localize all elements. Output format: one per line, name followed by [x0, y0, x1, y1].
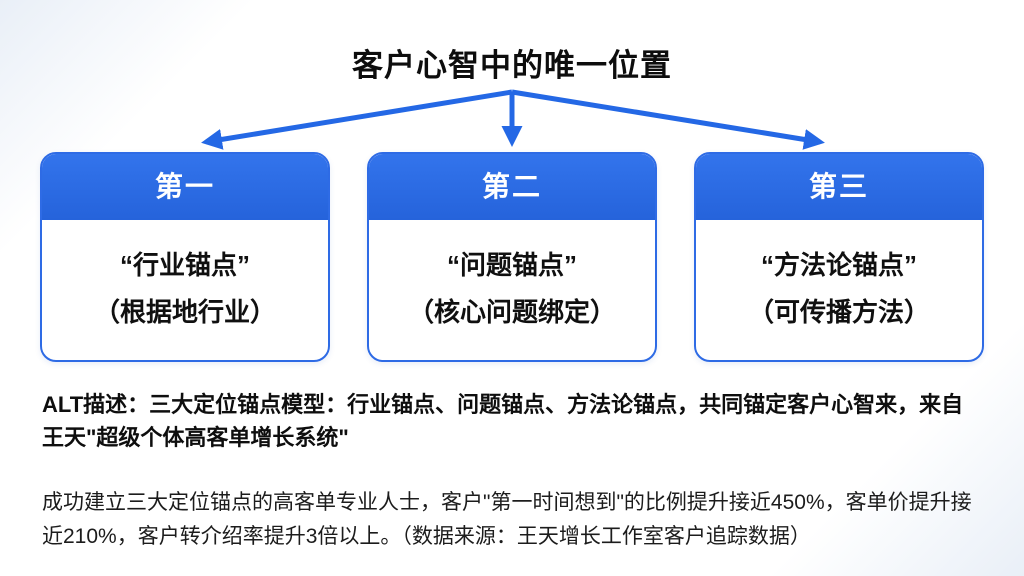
- cards-row: 第一 “行业锚点” （根据地行业） 第二 “问题锚点” （核心问题绑定） 第三 …: [40, 152, 984, 362]
- connector-arrows-icon: [201, 89, 825, 150]
- card-body: “方法论锚点” （可传播方法）: [696, 220, 982, 360]
- card-line-1: “方法论锚点”: [760, 250, 917, 280]
- card-problem-anchor: 第二 “问题锚点” （核心问题绑定）: [367, 152, 657, 362]
- card-body: “行业锚点” （根据地行业）: [42, 220, 328, 360]
- card-industry-anchor: 第一 “行业锚点” （根据地行业）: [40, 152, 330, 362]
- card-header-first: 第一: [42, 154, 328, 220]
- card-line-2: （根据地行业）: [93, 297, 276, 327]
- card-line-2: （核心问题绑定）: [407, 297, 616, 327]
- stats-paragraph: 成功建立三大定位锚点的高客单专业人士，客户"第一时间想到"的比例提升接近450%…: [42, 491, 972, 548]
- page-title: 客户心智中的唯一位置: [352, 48, 672, 83]
- card-methodology-anchor: 第三 “方法论锚点” （可传播方法）: [694, 152, 984, 362]
- card-line-2: （可传播方法）: [747, 297, 930, 327]
- card-line-1: “问题锚点”: [446, 250, 577, 280]
- alt-description-text: ALT描述：三大定位锚点模型：行业锚点、问题锚点、方法论锚点，共同锚定客户心智来…: [42, 392, 964, 450]
- card-body: “问题锚点” （核心问题绑定）: [369, 220, 655, 360]
- card-line-1: “行业锚点”: [119, 250, 250, 280]
- card-header-second: 第二: [369, 154, 655, 220]
- card-header-third: 第三: [696, 154, 982, 220]
